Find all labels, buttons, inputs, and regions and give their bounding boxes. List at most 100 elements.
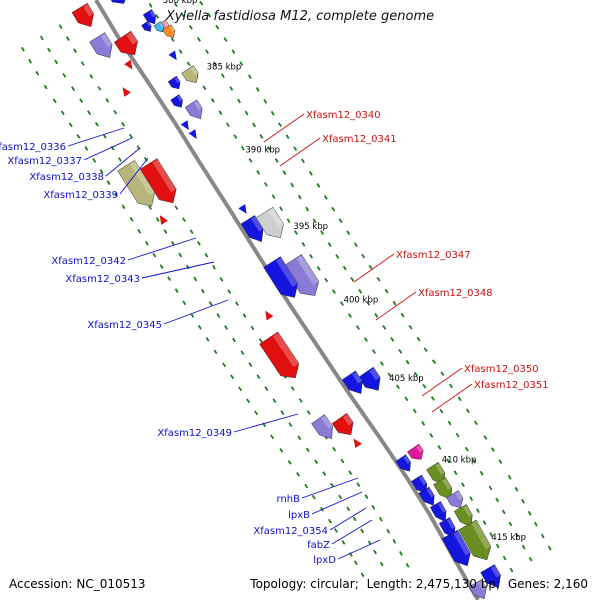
gene-reverse-small-b[interactable] [141, 20, 154, 34]
tick-dot [197, 325, 202, 330]
reverse-gene-label[interactable]: Xfasm12_0337 [7, 156, 82, 167]
gene-reverse-small-cyan[interactable] [153, 21, 166, 34]
gene-xfasm12-0343[interactable] [263, 256, 303, 303]
tick-dot [334, 528, 338, 533]
gene-xfasm12-0342b[interactable] [240, 215, 268, 246]
forward-gene-label[interactable]: Xfasm12_0340 [306, 110, 381, 121]
gene-magenta[interactable] [407, 443, 426, 463]
tick-dot [255, 87, 260, 92]
gene-xfasm12-0354[interactable] [429, 501, 450, 524]
tick-dot [89, 74, 94, 79]
gene-xfasm12-0340[interactable] [139, 158, 181, 209]
reverse-gene-label[interactable]: lpxD [313, 555, 336, 566]
tick-dot [340, 458, 345, 464]
tick-dot [301, 158, 305, 164]
gene-reverse-top[interactable] [107, 0, 132, 8]
tick-dot [246, 398, 251, 404]
gene-reverse-small-orange[interactable] [162, 24, 178, 41]
gene-xfasm12-0349b[interactable] [341, 370, 368, 398]
tick-dot [143, 156, 148, 162]
tick-dot [294, 230, 298, 235]
tick-dot [350, 277, 355, 282]
tick-dot [327, 242, 332, 247]
gene-xfasm12-0350[interactable] [331, 412, 358, 440]
forward-gene-leader [421, 367, 463, 397]
tick-dot [263, 182, 268, 187]
gene-xfasm12-0354-lav[interactable] [446, 490, 466, 512]
reverse-gene-label[interactable]: fabZ [307, 540, 330, 551]
gene-forward-a[interactable] [113, 30, 143, 60]
gene-reverse-olive[interactable] [181, 65, 202, 86]
gene-rnhb-olive[interactable] [426, 461, 450, 488]
gene-lpxd-olive[interactable] [458, 519, 496, 565]
tick-dot [405, 359, 410, 365]
topology-value: circular; [310, 577, 359, 591]
reverse-gene-label[interactable]: Xfasm12_0342 [51, 256, 126, 267]
reverse-gene-label[interactable]: Xfasm12_0339 [43, 190, 118, 201]
gene-reverse-bottom-b[interactable] [468, 579, 490, 600]
gene-lpxd[interactable] [441, 529, 475, 570]
reverse-gene-label[interactable]: Xfasm12_0345 [87, 320, 162, 331]
gene-xfasm12-0341[interactable] [117, 159, 160, 211]
reverse-gene-label[interactable]: Xfasm12_0349 [157, 428, 232, 439]
gene-fabz-olive[interactable] [453, 504, 477, 530]
gene-reverse-c[interactable] [170, 94, 186, 111]
reverse-gene-label[interactable]: Xfasm12_0336 [0, 142, 66, 153]
gene-forward-lavender[interactable] [89, 32, 118, 63]
gene-forward-top[interactable] [71, 2, 99, 31]
forward-gene-label[interactable]: Xfasm12_0347 [396, 250, 471, 261]
tick-dot [54, 59, 59, 65]
kbp-tick-label: 395 kbp [293, 222, 328, 232]
tick-dot [73, 48, 77, 53]
tick-dot [305, 447, 310, 453]
tick-dot [439, 408, 444, 414]
tick-dot [282, 170, 287, 175]
reverse-gene-label[interactable]: Xfasm12_0354 [253, 526, 328, 537]
tick-dot [60, 110, 65, 116]
tick-dot [186, 61, 191, 67]
accession-info: Accession:NC_010513 [9, 577, 146, 591]
gene-reverse-d[interactable] [395, 454, 415, 475]
gene-reverse-bottom-a[interactable] [480, 564, 506, 592]
tick-dot [423, 347, 428, 352]
tick-dot [296, 472, 301, 477]
tick-dot [413, 371, 418, 377]
gene-xfasm12-0345[interactable] [282, 254, 324, 301]
gene-reverse-small-a[interactable] [142, 9, 159, 26]
gene-lpxb[interactable] [418, 486, 439, 509]
tick-dot [483, 435, 488, 440]
gene-xfasm12-0347[interactable] [259, 331, 305, 384]
reverse-gene-label[interactable]: rnhB [277, 494, 301, 505]
tick-dot [498, 459, 503, 464]
tick-dot [152, 252, 157, 258]
tick-dot [213, 349, 218, 355]
forward-gene-label[interactable]: Xfasm12_0348 [418, 288, 493, 299]
forward-gene-label[interactable]: Xfasm12_0341 [322, 134, 397, 145]
gene-xfasm12-0342[interactable] [255, 206, 289, 243]
tick-dot [323, 195, 328, 200]
tick-dot [430, 396, 435, 401]
forward-gene-label[interactable]: Xfasm12_0350 [464, 364, 539, 375]
tick-dot [508, 521, 513, 527]
tick-dot [238, 386, 243, 392]
gene-xfasm12-0351[interactable] [311, 414, 338, 443]
gene-xfasm12-0349[interactable] [358, 366, 385, 395]
gene-reverse-b[interactable] [167, 75, 183, 92]
genome-backbone [94, 0, 480, 600]
tick-dot [547, 545, 552, 551]
tick-dot [87, 110, 92, 115]
gene-lpxb-olive[interactable] [433, 476, 457, 503]
reverse-gene-label[interactable]: Xfasm12_0338 [29, 172, 104, 183]
tick-dot [312, 218, 317, 224]
reverse-gene-leader [119, 157, 149, 195]
reverse-gene-label[interactable]: lpxB [288, 510, 310, 521]
gene-reverse-lavender[interactable] [184, 99, 206, 123]
reverse-gene-leader [329, 507, 367, 531]
tick-dot [320, 230, 324, 235]
tick-dot [386, 528, 391, 534]
kbp-tick-label: 410 kbp [442, 455, 477, 465]
tick-dot [361, 253, 366, 259]
reverse-gene-leader [311, 491, 363, 515]
forward-gene-label[interactable]: Xfasm12_0351 [474, 380, 549, 391]
reverse-gene-label[interactable]: Xfasm12_0343 [65, 274, 140, 285]
